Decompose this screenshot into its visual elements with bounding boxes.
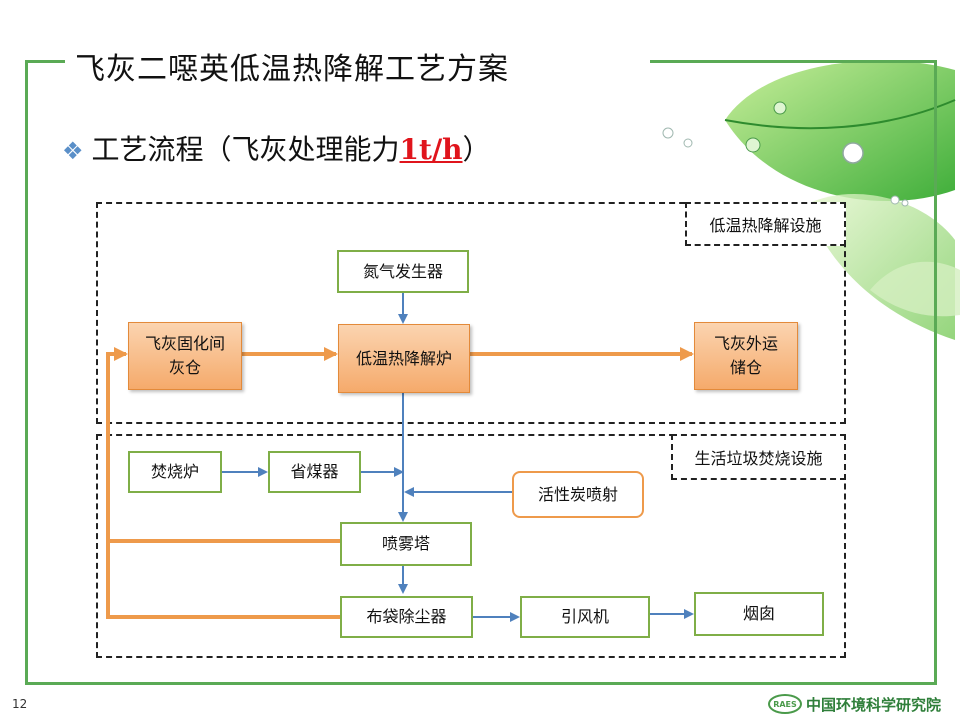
slide-frame xyxy=(25,60,937,685)
economizer-node: 省煤器 xyxy=(268,451,361,493)
slide-title: 飞灰二噁英低温热降解工艺方案 xyxy=(75,52,509,87)
nitrogen-generator-node: 氮气发生器 xyxy=(337,250,469,293)
return-line-bag xyxy=(106,347,340,619)
low-temp-region-label: 低温热降解设施 xyxy=(685,202,846,246)
frame-top-left xyxy=(25,60,65,63)
ash-silo-node: 飞灰固化间灰仓 xyxy=(128,322,242,390)
subtitle-prefix: 工艺流程（飞灰处理能力 xyxy=(91,133,400,166)
spray-tower-node: 喷雾塔 xyxy=(340,522,472,566)
page-number: 12 xyxy=(12,697,28,711)
frame-top-right xyxy=(650,60,937,63)
fan-node: 引风机 xyxy=(520,596,650,638)
carbon-injection-node: 活性炭喷射 xyxy=(512,471,644,518)
org-logo-icon: RAES xyxy=(768,694,802,714)
incineration-region-label: 生活垃圾焚烧设施 xyxy=(671,434,846,480)
furnace-node: 低温热降解炉 xyxy=(338,324,470,393)
chimney-node: 烟囱 xyxy=(694,592,824,636)
incineration-region xyxy=(96,434,846,658)
diamond-bullet-icon: ❖ xyxy=(62,137,84,165)
org-name: 中国环境科学研究院 xyxy=(806,695,942,714)
capacity-value: 1t/h xyxy=(399,133,463,166)
incinerator-node: 焚烧炉 xyxy=(128,451,222,493)
org-footer: RAES 中国环境科学研究院 xyxy=(768,690,958,718)
low-temp-region xyxy=(96,202,846,424)
storage-node: 飞灰外运储仓 xyxy=(694,322,798,390)
bag-filter-node: 布袋除尘器 xyxy=(340,596,473,638)
slide-subtitle: ❖工艺流程（飞灰处理能力1t/h） xyxy=(62,128,491,168)
subtitle-suffix: ） xyxy=(462,133,491,166)
